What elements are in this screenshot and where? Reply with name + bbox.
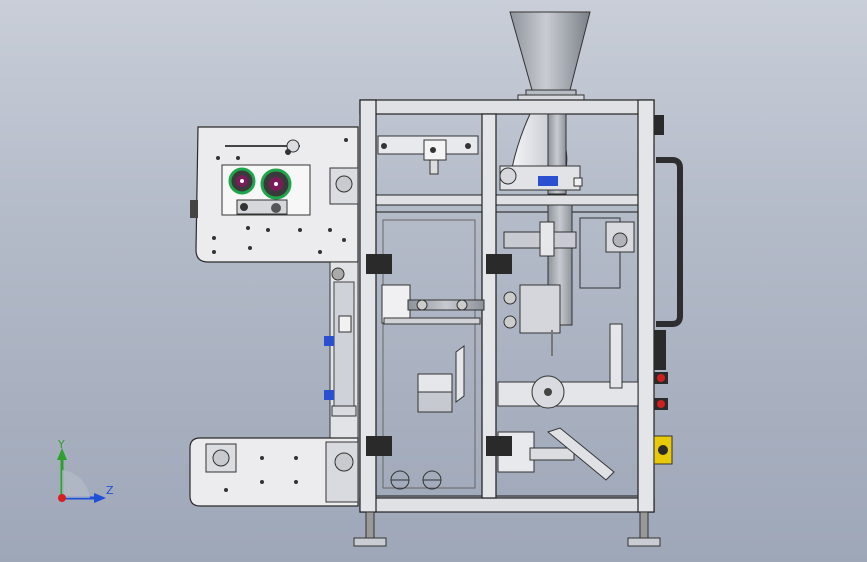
sealing-unit[interactable] [189, 437, 359, 507]
film-unit[interactable] [190, 126, 359, 263]
x-axis-icon [58, 494, 66, 502]
main-frame[interactable] [359, 99, 655, 513]
horizontal-seal-actuator[interactable] [381, 284, 485, 325]
stop-button[interactable] [657, 374, 665, 382]
tube-and-belts[interactable] [503, 204, 635, 356]
handle[interactable] [654, 115, 683, 327]
control-panel[interactable] [653, 330, 673, 465]
film-guide-arm[interactable] [324, 261, 359, 443]
reset-button[interactable] [657, 400, 665, 408]
sealing-jaw[interactable] [417, 323, 639, 413]
upper-film-bar[interactable] [377, 135, 479, 175]
door-hinges[interactable] [366, 254, 512, 456]
emergency-stop-button[interactable] [658, 445, 668, 455]
axis-triad: Y Z [57, 440, 114, 503]
film-roller-right[interactable] [260, 168, 292, 200]
film-roller-left[interactable] [228, 167, 256, 195]
forming-shoulder[interactable] [499, 113, 583, 195]
hopper[interactable] [509, 11, 591, 102]
z-axis-label: Z [106, 484, 114, 497]
leveling-feet[interactable] [353, 511, 661, 547]
y-axis-label: Y [57, 440, 65, 451]
